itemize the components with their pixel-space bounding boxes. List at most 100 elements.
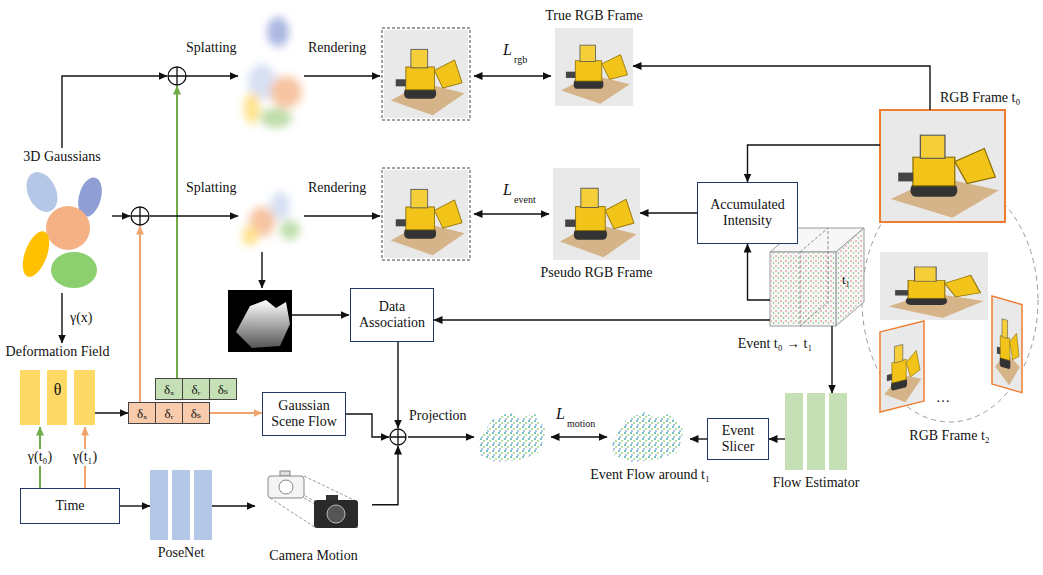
param-symbol: δᵣ [156,402,183,424]
rgb-image [880,252,988,320]
splat [260,108,292,128]
gaussians-figure: 3D Gaussians [12,148,112,293]
point-cloud: Event Flow around t₁ [610,410,690,462]
network-block: Flow Estimator [785,393,847,470]
gaussian-blobs [17,167,105,288]
box-text: Accumulated Intensity [702,197,793,229]
node-label: RGB Frame t₂ [909,428,989,444]
loss-arrow [474,75,551,76]
render-frame [382,28,470,120]
sum-symbol [389,428,407,446]
flow-line [62,76,167,148]
loss-subscript: rgb [514,54,527,66]
sum-symbol [168,67,186,85]
param-symbol: δₛ [183,402,210,424]
layer-bar [20,370,40,425]
loss-subscript: event [514,194,536,206]
deformation-bars [20,370,95,425]
flow-line [261,252,262,288]
network-block: Deformation Fieldθ [20,343,95,427]
connector [120,505,150,506]
sum-node: Projection [389,428,407,446]
splat-blobs [242,192,300,246]
splat [280,220,300,240]
event-dots [837,230,863,324]
ellipsis: … [936,390,950,406]
param-cells: δₓδᵣδₛ [155,378,237,400]
connector [690,438,707,439]
frame-border [992,296,1022,393]
process-box: Accumulated Intensity [697,182,798,244]
node-label: θ [54,381,62,399]
layer-bar [785,393,803,470]
camera-lens [279,480,293,494]
camera-body [314,500,358,528]
splat [242,226,258,246]
sum-circle [390,429,406,445]
loss-subscript: motion [567,418,595,430]
node-label: Pseudo RGB Frame [541,265,653,281]
time-slice [800,228,828,326]
gaussian [46,206,90,250]
image-frame: True RGB Frame [555,28,633,106]
camera-body [280,471,290,476]
image-frame: Pseudo RGB Frame [553,168,640,260]
connector [434,319,770,320]
node-label: t₁ [842,273,850,288]
tilted-frame [880,321,924,412]
camera-lens [327,505,345,523]
node-label: RGB Frame t₀ [940,90,1020,106]
layer-bar [47,370,67,425]
flow-line [408,436,474,437]
loss-arrow [474,213,549,214]
connector [748,244,771,300]
box-text: Time [55,498,84,514]
layer-bar [74,370,95,425]
layer-bar [829,393,847,470]
splat [270,76,302,108]
event-dots [771,253,835,325]
connector [748,145,881,182]
render-frame [382,168,470,260]
depth-silhouette [236,300,290,348]
cube-face [770,252,836,326]
image-frame: RGB Frame t₀ [880,110,1005,222]
param-symbol: δᵣ [183,378,210,400]
connector [633,66,930,110]
camera-figure: Camera Motion [255,468,372,543]
process-box: Time [20,488,120,524]
connector [397,342,398,428]
node-label: Projection [409,408,467,424]
sum-symbol [131,207,149,225]
edge-label: γ(t₁) [71,449,99,465]
node-label: Deformation Field [6,344,110,360]
loss-symbol: L [503,181,512,199]
gaussian [51,252,97,288]
green-arrow [176,86,178,378]
frustum-line [270,476,358,528]
splat-blobs [244,17,302,128]
layer-bar [172,470,190,540]
param-symbol: δₓ [128,402,156,424]
box-text: Data Association [355,299,429,331]
sum-cross [390,429,406,445]
splat [244,92,260,124]
loss-symbol: L [503,41,512,59]
flow-line [112,215,130,216]
flow-line [150,215,238,216]
flow-bars [785,393,847,470]
layer-bar [194,470,212,540]
connector [831,326,832,393]
stage-label: Rendering [308,40,366,56]
layer-bar [807,393,825,470]
node-label: 3D Gaussians [23,149,100,165]
flow-line [304,75,380,76]
edge-label: γ(t₀) [26,449,54,465]
frame-cluster [880,252,1022,412]
connector [372,446,398,505]
param-symbol: δₛ [210,378,237,400]
node-label: True RGB Frame [545,8,643,24]
